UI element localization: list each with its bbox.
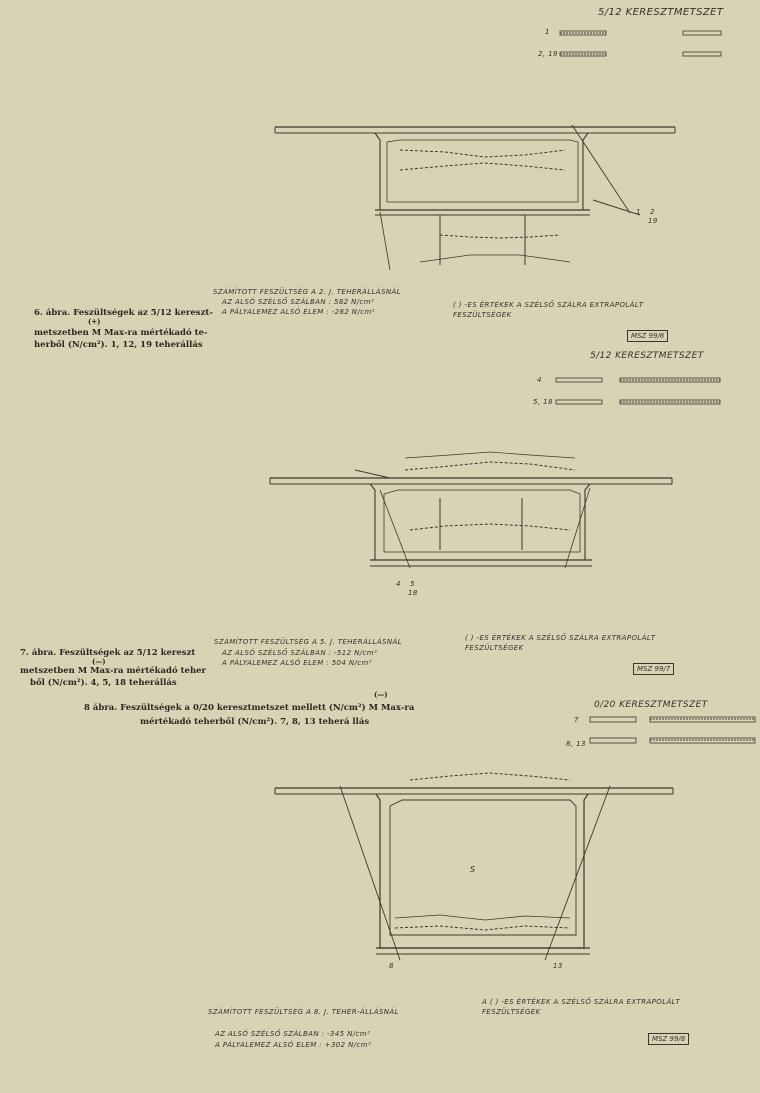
fig6-section-title: 5/12 KERESZTMETSZET <box>598 7 724 18</box>
fig7-load-row-2: 5, 18 <box>533 398 553 406</box>
fig7-axis-mark-2: 5 <box>410 580 415 588</box>
fig7-axis-mark-3: 18 <box>408 589 418 597</box>
fig6-stamp: MSZ 99/6 <box>627 330 669 342</box>
fig7-computed-line2: A PÁLYALEMEZ ALSÓ ELEM : 504 N/cm² <box>222 659 372 667</box>
fig8-caption-mark: (—) <box>374 690 388 699</box>
fig8-centroid-label: S <box>470 865 476 874</box>
fig7-caption-mark: (—) <box>92 657 106 666</box>
fig8-section-title: 0/20 KERESZTMETSZET <box>594 700 708 710</box>
fig7-computed-line1: AZ ALSÓ SZÉLSŐ SZÁLBAN : -512 N/cm² <box>222 649 378 657</box>
fig7-section-title: 5/12 KERESZTMETSZET <box>590 351 704 361</box>
fig6-load-row-2: 2, 19 <box>538 50 558 58</box>
fig7-caption-line3: ből (N/cm²). 4, 5, 18 teherállás <box>30 678 177 688</box>
fig8-note: A ( ) -ES ÉRTÉKEK A SZÉLSŐ SZÁLRA EXTRAP… <box>482 998 681 1016</box>
fig6-axis-mark-3: 19 <box>648 217 658 225</box>
fig7-axis-mark-1: 4 <box>396 580 401 588</box>
fig8-load-row-2: 8, 13 <box>566 740 586 748</box>
fig8-computed-line1: AZ ALSÓ SZÉLSŐ SZÁLBAN : -345 N/cm² <box>215 1030 371 1038</box>
fig8-computed-label: SZÁMÍTOTT FESZÜLTSÉG A 8. J. TEHER-ÁLLÁS… <box>208 1008 399 1016</box>
fig6-computed-line1: AZ ALSÓ SZÉLSŐ SZÁLBAN : 582 N/cm² <box>222 298 375 306</box>
fig6-caption-mark: (+) <box>88 317 101 326</box>
fig8-caption-line2: mértékadó teherből (N/cm²). 7, 8, 13 teh… <box>140 717 370 727</box>
fig8-load-row-1: 7 <box>574 716 579 724</box>
fig6-computed-line2: A PÁLYALEMEZ ALSÓ ELEM : -282 N/cm² <box>222 308 375 316</box>
fig7-load-row-1: 4 <box>537 376 542 384</box>
fig8-computed-line2: A PÁLYALEMEZ ALSÓ ELEM : +302 N/cm² <box>215 1041 372 1049</box>
fig8-stamp: MSZ 99/8 <box>648 1033 690 1045</box>
fig6-note: ( ) -ES ÉRTÉKEK A SZÉLSŐ SZÁLRA EXTRAPOL… <box>453 301 644 319</box>
fig6-computed-label: SZÁMÍTOTT FESZÜLTSÉG A 2. J. TEHERÁLLÁSN… <box>213 288 401 296</box>
fig6-load-row-1: 1 <box>545 28 550 36</box>
fig7-caption-line1: 7. ábra. Feszültségek az 5/12 kereszt <box>20 648 196 658</box>
fig6-axis-mark-1: 1 <box>636 208 641 216</box>
fig7-caption-line2: metszetben M Max-ra mértékadó teher <box>20 666 207 676</box>
fig7-stamp: MSZ 99/7 <box>633 663 675 675</box>
fig8-axis-mark-2: 13 <box>553 962 563 970</box>
fig6-caption-line3: herből (N/cm²). 1, 12, 19 teherállás <box>34 340 203 350</box>
fig6-axis-mark-2: 2 <box>650 208 655 216</box>
fig8-caption-line1: 8 ábra. Feszültségek a 0/20 keresztmetsz… <box>84 703 415 713</box>
fig6-caption-line1: 6. ábra. Feszültségek az 5/12 kereszt- <box>34 308 213 318</box>
fig6-caption-line2: metszetben M Max-ra mértékadó te- <box>34 328 208 338</box>
fig8-axis-mark-1: 8 <box>389 962 394 970</box>
fig7-note: ( ) -ES ÉRTÉKEK A SZÉLSŐ SZÁLRA EXTRAPOL… <box>465 634 656 652</box>
fig7-computed-label: SZÁMÍTOTT FESZÜLTSÉG A 5. J. TEHERÁLLÁSN… <box>214 638 402 646</box>
